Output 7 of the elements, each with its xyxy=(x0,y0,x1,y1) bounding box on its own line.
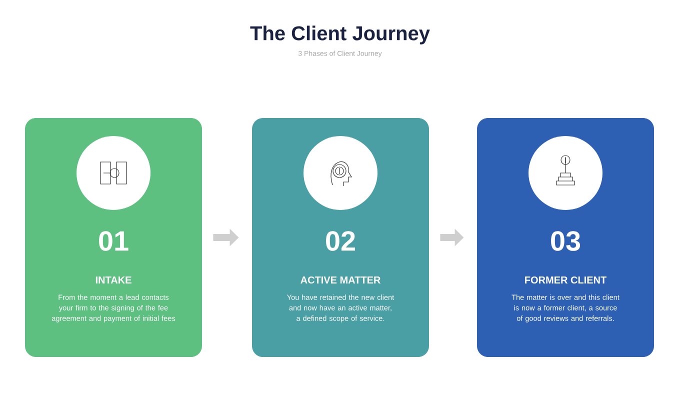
card-heading: FORMER CLIENT xyxy=(525,276,606,284)
card-heading: ACTIVE MATTER xyxy=(300,276,380,284)
title: The Client Journey xyxy=(250,26,430,44)
step-number: 03 xyxy=(551,231,580,251)
step-number: 02 xyxy=(326,231,355,251)
step-number: 01 xyxy=(99,231,128,251)
card-heading: INTAKE xyxy=(96,276,132,284)
